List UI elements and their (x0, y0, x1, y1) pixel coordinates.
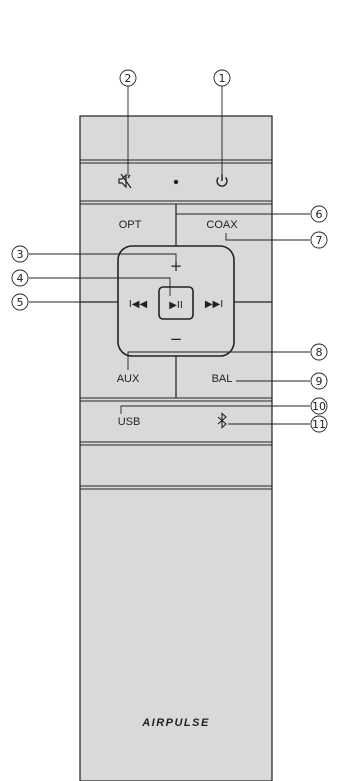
callout-1 (213, 69, 231, 87)
callout-6-label: 6 (316, 208, 323, 221)
callout-6 (310, 205, 328, 223)
callout-4 (11, 269, 29, 287)
callout-3-label: 3 (17, 248, 24, 261)
callout-5 (11, 293, 29, 311)
next-button[interactable]: ▶▶I (205, 299, 223, 310)
callout-2 (119, 69, 137, 87)
callout-4-label: 4 (17, 272, 24, 285)
coax-button[interactable]: COAX (206, 219, 238, 231)
callout-11-label: 11 (312, 418, 326, 431)
mute-icon[interactable] (118, 173, 132, 189)
callout-7 (310, 231, 328, 249)
play-pause-button[interactable] (158, 286, 194, 320)
usb-button[interactable]: USB (118, 416, 141, 428)
brand-logo: AIRPULSE (141, 717, 210, 729)
volume-up-button[interactable]: + (170, 257, 183, 275)
callout-11 (310, 415, 328, 433)
opt-button[interactable]: OPT (119, 219, 142, 231)
nav-cross-lines (80, 204, 272, 398)
callout-1-label: 1 (219, 72, 226, 85)
power-icon[interactable] (216, 174, 228, 187)
callout-9-label: 9 (316, 375, 323, 388)
volume-down-button[interactable]: − (170, 330, 183, 348)
play-pause-icon: ▶II (169, 300, 183, 311)
aux-button[interactable]: AUX (117, 373, 140, 385)
callout-leaders (29, 86, 310, 425)
status-led (173, 179, 179, 185)
callout-10 (310, 397, 328, 415)
callout-8-label: 8 (316, 346, 323, 359)
callout-10-label: 10 (312, 400, 326, 413)
callout-markers (11, 69, 328, 433)
bluetooth-icon[interactable] (217, 412, 227, 429)
segment-dividers (80, 159, 272, 490)
callout-7-label: 7 (316, 234, 323, 247)
previous-button[interactable]: I◀◀ (129, 299, 148, 310)
dpad-ring[interactable] (117, 245, 235, 357)
callout-2-label: 2 (125, 72, 132, 85)
callout-9 (310, 372, 328, 390)
callout-8 (310, 343, 328, 361)
callout-3 (11, 245, 29, 263)
callout-5-label: 5 (17, 296, 24, 309)
bal-button[interactable]: BAL (212, 373, 233, 385)
